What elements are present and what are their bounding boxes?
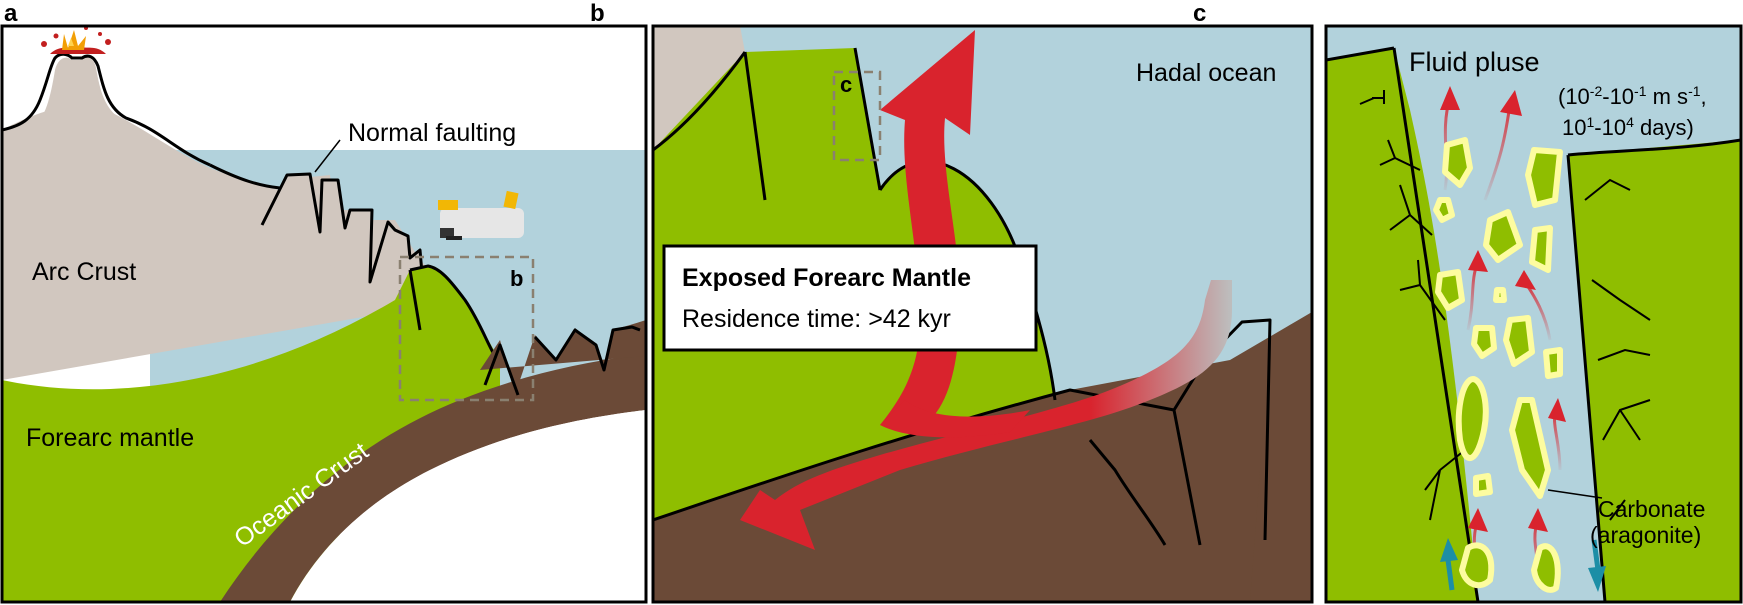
panel-b-frame <box>651 24 1314 604</box>
normal-faulting-leader <box>314 139 341 173</box>
panel-b-letter: b <box>590 0 605 27</box>
fluid-rate-line-1: (10-2-10-1 m s-1, <box>1558 83 1707 109</box>
panel-a-frame <box>0 24 648 604</box>
submersible-vehicle <box>438 190 524 240</box>
panel-b: c Hadal ocean Exposed Forearc Mantle Res… <box>653 26 1312 602</box>
fluid-pulse-title: Fluid pluse <box>1409 47 1540 77</box>
fault-lines-c <box>653 359 1207 522</box>
inset-c-box <box>832 70 882 162</box>
arc-crust-b <box>653 26 745 150</box>
callout-box: Exposed Forearc Mantle Residence time: >… <box>662 244 1038 352</box>
fluid-arrow-main <box>740 280 1232 550</box>
aragonite-label: (aragonite) <box>1590 522 1701 548</box>
normal-fault-blocks <box>209 163 441 332</box>
arc-crust-body <box>2 105 460 380</box>
panel-a: Normal faulting Arc Crust Forearc mantle… <box>2 26 646 602</box>
fracture-branches <box>1359 90 1651 521</box>
mantle-wall-left <box>1326 48 1478 602</box>
callout-residence: Residence time: >42 kyr <box>682 305 951 333</box>
panel-c: Fluid pluse (10-2-10-1 m s-1, 101-104 da… <box>1326 26 1741 602</box>
fluid-rate-line-2: 101-104 days) <box>1562 114 1694 140</box>
panel-a-letter: a <box>4 0 18 27</box>
forearc-mantle-label: Forearc mantle <box>26 424 194 452</box>
arc-crust-label: Arc Crust <box>32 258 136 286</box>
carbonate-label: Carbonate <box>1598 496 1705 522</box>
inset-c-label: c <box>840 72 852 97</box>
carbonate-clasts <box>1433 137 1563 593</box>
panel-c-frame <box>1324 24 1743 604</box>
carbonate-leader <box>1547 489 1603 499</box>
panel-c-letter: c <box>1193 0 1207 27</box>
inset-b-label: b <box>510 266 523 291</box>
inset-b-box <box>398 255 535 402</box>
fracture-edges <box>1326 46 1741 602</box>
mantle-wall-right <box>1568 140 1741 602</box>
fault-lines-b <box>653 47 1272 546</box>
oceanic-crust-a <box>220 320 646 602</box>
forearc-mantle-a <box>2 264 500 602</box>
callout-title: Exposed Forearc Mantle <box>682 264 971 292</box>
fluid-arrow-junction <box>880 400 1030 438</box>
volcano <box>2 26 211 167</box>
normal-faulting-label: Normal faulting <box>348 119 516 147</box>
shear-arrows <box>1440 538 1606 592</box>
hadal-ocean-label: Hadal ocean <box>1136 59 1276 87</box>
